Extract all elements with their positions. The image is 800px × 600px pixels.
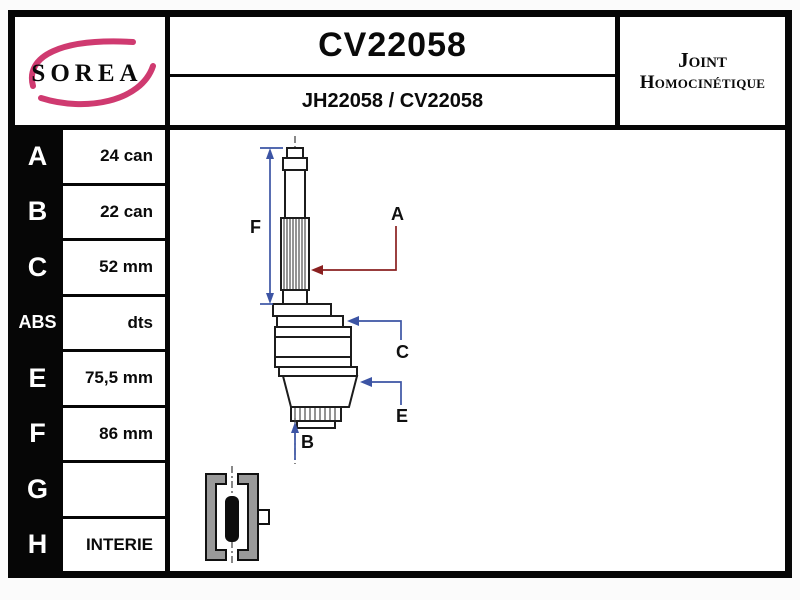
section-stub (257, 509, 270, 525)
cross-section-detail (205, 466, 270, 564)
spec-letter: G (15, 463, 63, 516)
spec-row-g: G (15, 463, 165, 519)
category-line2: Homocinétique (639, 72, 766, 93)
brand-logo: SOREA (15, 17, 170, 125)
drawing-area: F A C (170, 130, 785, 571)
part-reference: JH22058 / CV22058 (301, 89, 484, 112)
logo-swoosh-top (28, 38, 136, 89)
spec-row-h: H INTERIE (15, 518, 165, 571)
spec-letter: A (15, 130, 63, 183)
dim-label-b: B (301, 432, 314, 452)
spec-letter: B (15, 185, 63, 238)
spec-table: A 24 can B 22 can C 52 mm ABS dts E 75 (15, 130, 170, 571)
spec-row-f: F 86 mm (15, 407, 165, 463)
category-block: Joint Homocinétique (615, 17, 785, 125)
spec-letter: F (15, 407, 63, 460)
boot-clamp (290, 406, 342, 422)
spec-letter: E (15, 352, 63, 405)
catalog-frame: SOREA CV22058 JH22058 / CV22058 Joint Ho… (8, 10, 792, 578)
logo-swoosh-bottom (38, 63, 156, 107)
spec-value: dts (63, 296, 165, 349)
spline-hatch (283, 219, 306, 289)
dimension-b: B (291, 418, 314, 464)
dim-label-f: F (250, 217, 261, 237)
pointer-a: A (311, 204, 404, 275)
section-left-race (205, 473, 227, 561)
spline-section (280, 217, 310, 291)
spec-value: 52 mm (63, 241, 165, 294)
cv-joint-technical-drawing: F A C (205, 136, 409, 564)
dim-label-c: C (396, 342, 409, 362)
spec-row-a: A 24 can (15, 130, 165, 186)
content: A 24 can B 22 can C 52 mm ABS dts E 75 (15, 130, 785, 571)
spec-value: INTERIE (63, 518, 165, 571)
spec-row-b: B 22 can (15, 185, 165, 241)
pointer-e: E (360, 377, 408, 426)
dimension-f: F (250, 147, 283, 305)
cv-joint-outline (272, 147, 359, 429)
title-block: CV22058 JH22058 / CV22058 (170, 17, 615, 125)
header: SOREA CV22058 JH22058 / CV22058 Joint Ho… (15, 17, 785, 130)
spec-value: 75,5 mm (63, 352, 165, 405)
pointer-c: C (347, 316, 409, 362)
category-line1: Joint (678, 48, 727, 72)
spec-letter: C (15, 241, 63, 294)
spec-value: 86 mm (63, 407, 165, 460)
dim-label-a: A (391, 204, 404, 224)
spec-value (63, 463, 165, 516)
spec-value: 24 can (63, 130, 165, 183)
section-inner-race (225, 496, 239, 542)
brand-name: SOREA (31, 60, 142, 87)
spec-letter: ABS (15, 296, 63, 349)
dim-label-e: E (396, 406, 408, 426)
spec-value: 22 can (63, 185, 165, 238)
section-right-race (237, 473, 259, 561)
sorea-logo-icon: SOREA (28, 38, 156, 107)
spec-row-abs: ABS dts (15, 296, 165, 352)
boot-taper (281, 375, 359, 408)
part-number: CV22058 (170, 17, 615, 77)
spec-letter: H (15, 518, 63, 571)
spec-row-e: E 75,5 mm (15, 352, 165, 408)
spec-row-c: C 52 mm (15, 241, 165, 297)
